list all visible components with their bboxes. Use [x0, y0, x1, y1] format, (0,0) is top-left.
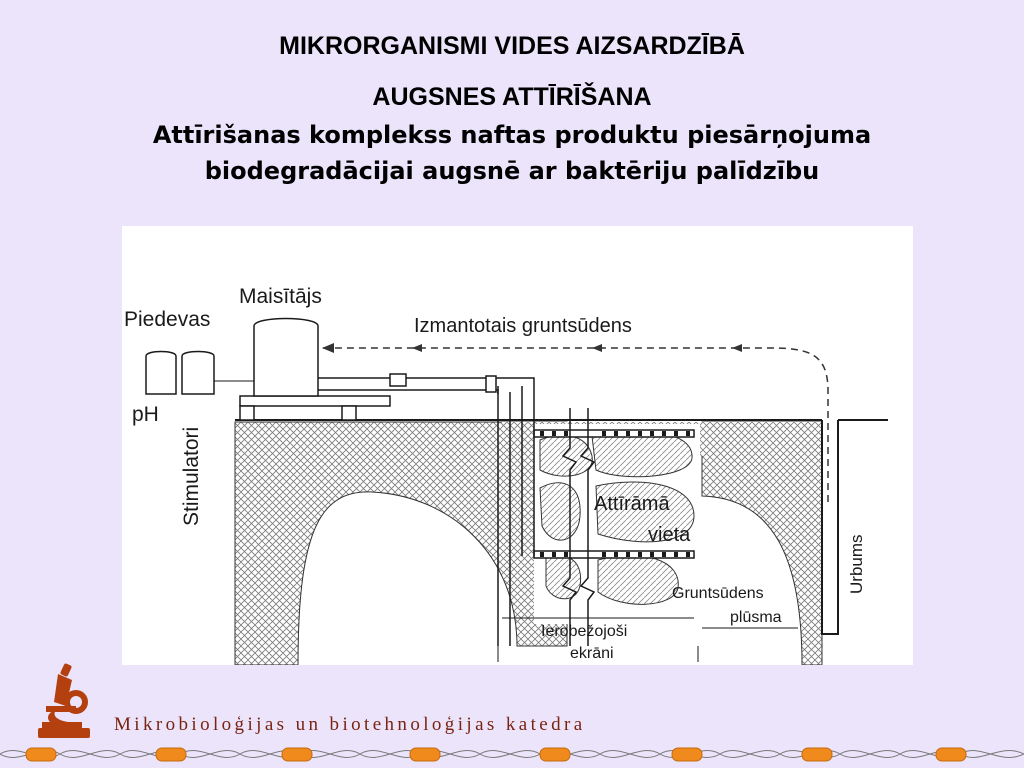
label-stimulators: Stimulatori — [180, 427, 203, 526]
return-line — [322, 347, 829, 502]
contaminated-lump-3 — [539, 482, 581, 541]
borehole — [821, 420, 839, 635]
label-borehole: Urbums — [847, 534, 866, 594]
label-flow-line2: plūsma — [730, 609, 782, 626]
label-site-line2: vieta — [648, 524, 691, 546]
label-used-groundwater: Izmantotais gruntsūdens — [414, 315, 632, 337]
label-mixer: Maisītājs — [239, 285, 322, 308]
diagram-panel: Maisītājs Piedevas pH Stimulatori Izmant… — [122, 226, 913, 665]
soil-left — [234, 421, 568, 665]
mixer-support-right — [341, 405, 357, 421]
label-ph: pH — [132, 403, 159, 426]
screens-dimension — [497, 617, 699, 662]
central-well — [561, 408, 596, 646]
mixer-tank — [253, 317, 319, 397]
label-flow-line1: Gruntsūdens — [672, 585, 764, 602]
label-site-line1: Attīrāmā — [594, 493, 670, 515]
label-screens-line2: ekrāni — [570, 645, 614, 662]
caption-line-1: Attīrišanas komplekss naftas produktu pi… — [152, 121, 872, 149]
diagram-caption: Attīrišanas komplekss naftas produktu pi… — [0, 117, 1024, 189]
contaminated-lump-4 — [595, 481, 695, 543]
decorative-border — [0, 747, 1024, 762]
additive-container-2 — [181, 350, 215, 395]
flow-arrow-2 — [592, 344, 602, 352]
supply-pipes — [497, 386, 535, 646]
mixer-platform — [239, 395, 391, 407]
page-subtitle: AUGSNES ATTĪRĪŠANA — [372, 83, 652, 111]
return-arrow-head — [322, 343, 334, 353]
label-screens-line1: Ierobežojoši — [541, 623, 627, 640]
flow-arrow-3 — [732, 344, 742, 352]
additive-container-1 — [145, 350, 177, 395]
soil-right — [701, 421, 823, 665]
label-additives: Piedevas — [124, 308, 210, 331]
remediation-diagram: Maisītājs Piedevas pH Stimulatori Izmant… — [124, 285, 888, 665]
microscope-icon — [38, 663, 90, 738]
outlet-pipe — [318, 373, 535, 394]
department-name: Mikrobioloģijas un biotehnoloģijas kated… — [114, 714, 586, 735]
pipe-perforations — [540, 431, 690, 557]
contaminated-lump-2 — [591, 430, 693, 478]
mixer-support-left — [239, 405, 255, 421]
flow-arrow-1 — [412, 344, 422, 352]
caption-line-2: biodegradācijai augsnē ar baktēriju palī… — [204, 157, 820, 185]
page-title: MIKRORGANISMI VIDES AIZSARDZĪBĀ — [279, 32, 745, 60]
